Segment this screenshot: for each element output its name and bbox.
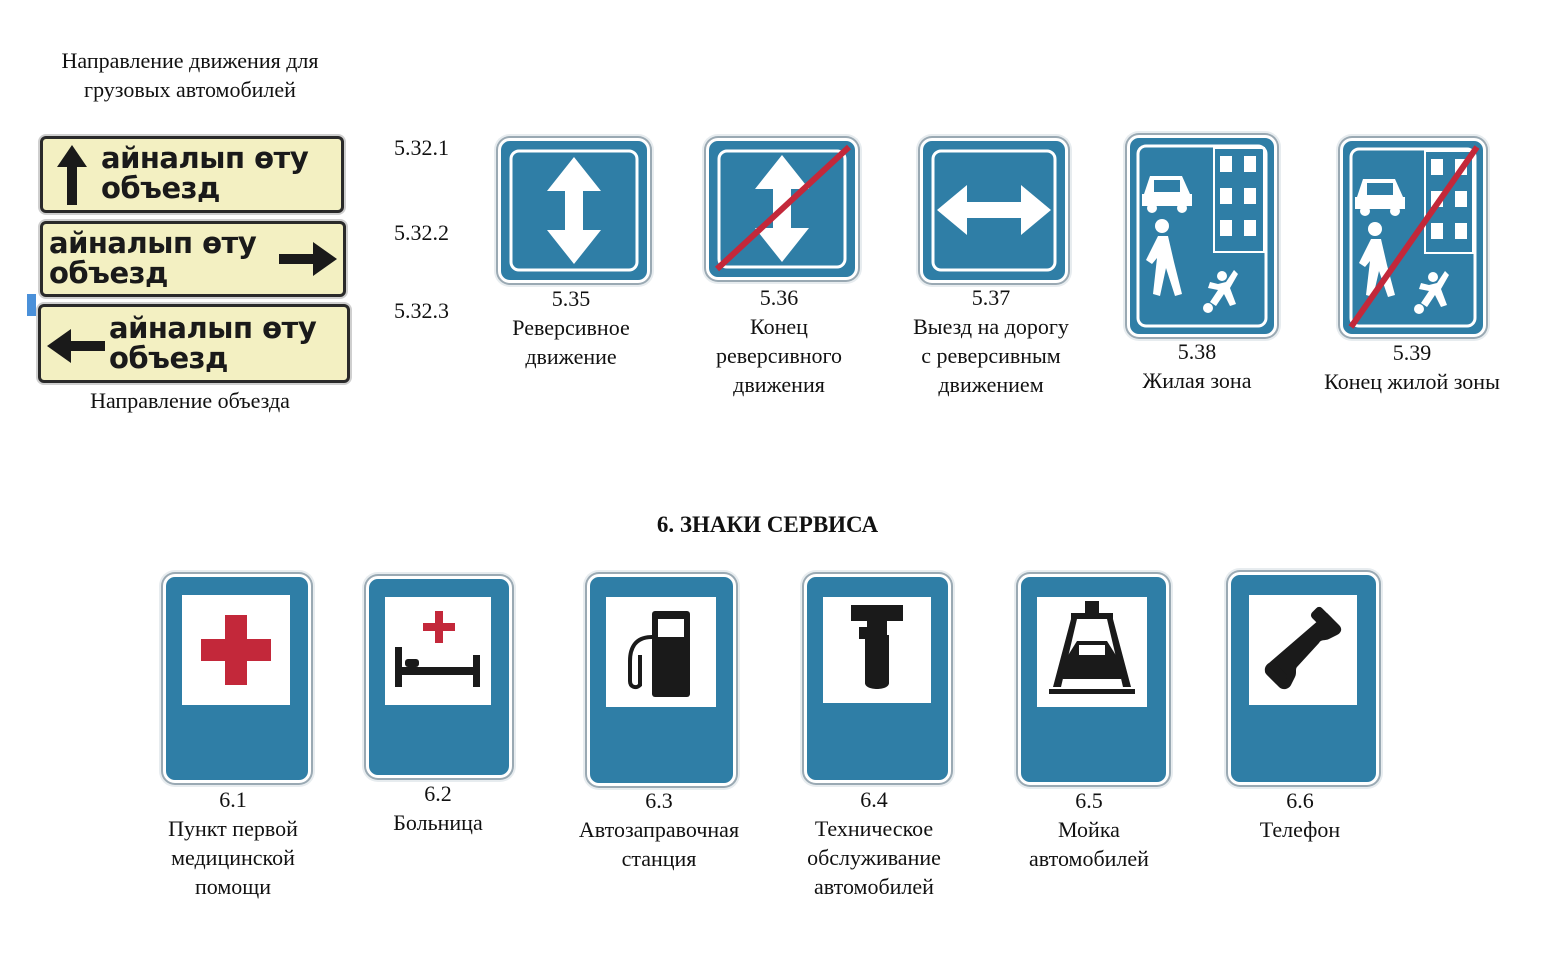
sign-6-6 — [1228, 572, 1379, 785]
sign-name: Автозаправочная станция — [578, 817, 740, 871]
vertical-double-arrow-crossed-icon — [714, 144, 852, 272]
sign-6-2 — [366, 576, 512, 778]
service-panel — [823, 597, 931, 703]
plate-code: 5.32.2 — [394, 220, 449, 245]
residential-zone-icon — [1136, 144, 1268, 328]
plate-line1: айналып өту — [49, 226, 257, 260]
car-wash-icon — [1049, 601, 1135, 694]
section-title: 6. ЗНАКИ СЕРВИСА — [656, 512, 879, 537]
sign-code: 6.3 — [645, 788, 673, 813]
sign-5-39 — [1340, 138, 1486, 337]
plate-line2: объезд — [49, 256, 168, 290]
sign-5-36 — [706, 138, 858, 280]
residential-zone-end-icon — [1348, 145, 1480, 329]
sign-code: 5.36 — [759, 285, 799, 310]
sign-name: Реверсивное движение — [512, 315, 630, 369]
sign-code: 6.4 — [860, 787, 888, 812]
sign-code: 5.39 — [1392, 340, 1432, 365]
detour-caption-bottom: Направление объезда — [90, 388, 290, 413]
sign-name: Конец жилой зоны — [1324, 369, 1500, 394]
sign-code: 5.35 — [551, 286, 591, 311]
plate-line1: айналып өту — [101, 141, 309, 175]
sign-code: 5.37 — [971, 285, 1011, 310]
sign-code: 5.38 — [1177, 339, 1217, 364]
plate-line2: объезд — [109, 341, 228, 375]
sign-5-38 — [1127, 135, 1277, 337]
sign-6-5 — [1018, 574, 1169, 785]
sign-name: Жилая зона — [1142, 368, 1252, 393]
detour-plate-right: айналып өту объезд — [40, 221, 346, 297]
plate-line2: объезд — [101, 171, 220, 205]
selection-marker — [27, 294, 36, 316]
sign-name: Больница — [393, 810, 483, 835]
service-panel — [1249, 595, 1357, 705]
service-panel — [1037, 597, 1147, 707]
sign-name: Телефон — [1259, 817, 1341, 842]
sign-code: 6.5 — [1075, 788, 1103, 813]
red-cross-icon — [201, 615, 271, 685]
sign-code: 6.1 — [219, 787, 247, 812]
fuel-pump-icon — [628, 611, 690, 697]
sign-6-1 — [163, 574, 311, 783]
detour-caption-top: Направление движения для грузовых автомо… — [61, 48, 319, 102]
sign-5-35 — [498, 138, 650, 283]
sign-6-4 — [804, 574, 951, 783]
hospital-bed-icon — [395, 611, 480, 687]
sign-name: Выезд на дорогу с реверсивным движением — [913, 314, 1069, 397]
service-panel — [182, 595, 290, 705]
wrench-icon — [851, 605, 903, 689]
plate-line1: айналып өту — [109, 311, 317, 345]
plate-code: 5.32.1 — [394, 135, 449, 160]
sign-name: Конец реверсивного движения — [716, 314, 842, 397]
vertical-double-arrow-icon — [509, 149, 639, 272]
service-panel — [385, 597, 491, 705]
sign-name: Техническое обслуживание автомобилей — [807, 816, 941, 899]
arrow-up-icon — [57, 145, 87, 205]
telephone-icon — [1264, 606, 1342, 690]
arrow-right-icon — [279, 242, 337, 276]
sign-5-37 — [920, 138, 1068, 283]
horizontal-double-arrow-icon — [931, 149, 1057, 272]
sign-name: Мойка автомобилей — [1029, 817, 1149, 871]
sign-name: Пункт первой медицинской помощи — [168, 816, 298, 899]
detour-plate-left: айналып өту объезд — [38, 304, 350, 383]
arrow-left-icon — [47, 329, 105, 363]
sign-code: 6.6 — [1286, 788, 1314, 813]
plate-code: 5.32.3 — [394, 298, 449, 323]
sign-6-3 — [587, 574, 736, 786]
service-panel — [606, 597, 716, 707]
sign-code: 6.2 — [424, 781, 452, 806]
detour-plate-up: айналып өту объезд — [40, 136, 344, 213]
